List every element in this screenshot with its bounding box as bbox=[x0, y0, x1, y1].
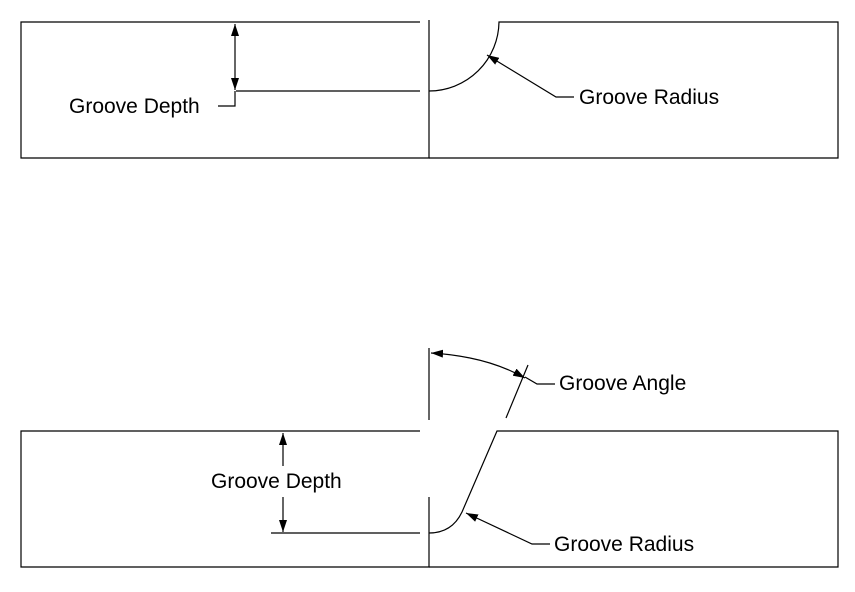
top-groove-depth-label: Groove Depth bbox=[69, 95, 200, 118]
top-left-block bbox=[20, 20, 430, 159]
top-radius-leader bbox=[486, 54, 574, 98]
bottom-groove-diagram: Groove Angle Groove Depth Groove Radius bbox=[20, 348, 839, 568]
bottom-angle-arrow-right bbox=[469, 357, 526, 379]
top-groove-diagram: Groove Depth Groove Radius bbox=[20, 20, 839, 159]
bottom-angle-extension-line bbox=[505, 364, 529, 419]
top-depth-leader bbox=[218, 91, 236, 107]
top-right-block bbox=[428, 21, 839, 159]
bottom-groove-radius-label: Groove Radius bbox=[554, 533, 694, 556]
bottom-radius-leader bbox=[465, 512, 550, 545]
bottom-groove-angle-label: Groove Angle bbox=[559, 372, 686, 395]
bottom-groove-depth-label: Groove Depth bbox=[211, 470, 342, 493]
bottom-angle-arrow-left bbox=[430, 349, 471, 359]
bottom-angle-leader bbox=[524, 376, 555, 385]
top-groove-radius-label: Groove Radius bbox=[579, 86, 719, 109]
bottom-left-block bbox=[20, 430, 430, 568]
bottom-right-block bbox=[428, 430, 839, 568]
